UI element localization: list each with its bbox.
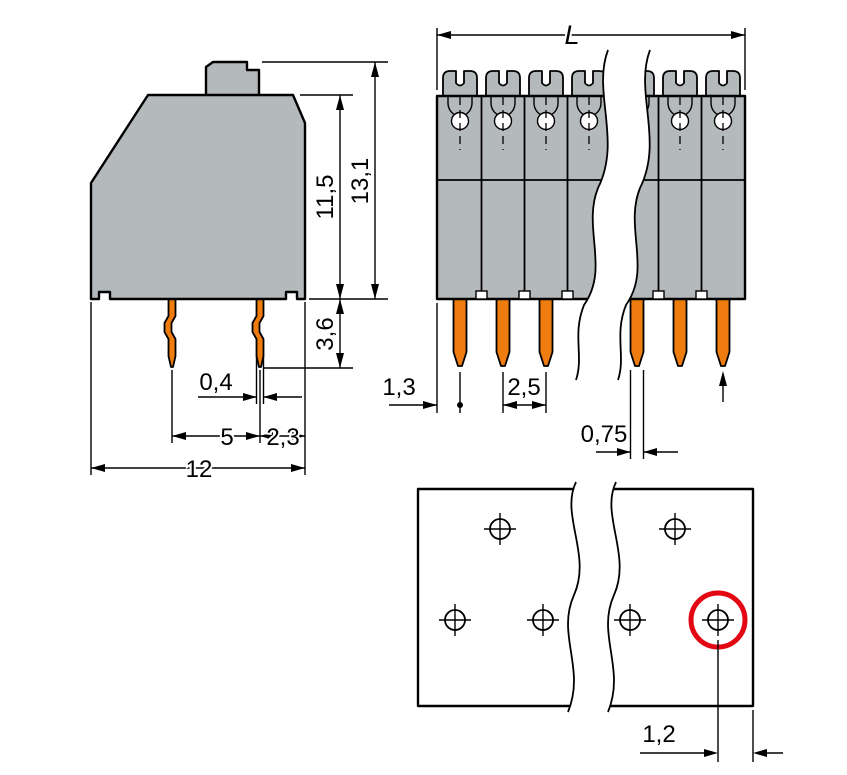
side-dim-arrows [91, 62, 379, 472]
dim-depth-label: 12 [186, 456, 213, 483]
actuator-tab [485, 70, 521, 97]
side-dimensions: 11,5 13,1 3,6 0,4 5 2,3 12 [90, 61, 388, 485]
break-edge-right [607, 481, 621, 713]
break-edge-right [617, 49, 651, 381]
solder-pin [495, 298, 511, 367]
break-edge-left [575, 49, 609, 381]
dim-hole-to-edge-label: 1,2 [642, 721, 675, 748]
front-view: L 1,3 2,5 0,75 [380, 18, 747, 459]
front-dimensions: L 1,3 2,5 0,75 [380, 18, 746, 459]
dim-total-length-label: L [564, 20, 579, 50]
bottom-notch [475, 290, 488, 300]
drilling-dimensions: 1,2 [640, 640, 783, 762]
solder-pin [672, 298, 688, 367]
front-dim-arrows [423, 31, 745, 456]
bottom-notch [695, 290, 708, 300]
dim-edge-to-first-pin-label: 1,3 [382, 374, 415, 401]
drill-dim-lines [640, 640, 783, 762]
solder-pin [629, 298, 645, 367]
actuator-tab [705, 70, 741, 97]
solder-pin [452, 298, 468, 367]
front-break-line [575, 49, 651, 381]
drilling-plan: 1,2 [416, 481, 783, 762]
pcb-break-line [567, 481, 621, 713]
dim-pin-width-label: 0,75 [581, 421, 628, 448]
bottom-notch [518, 290, 531, 300]
bottom-notch [561, 290, 574, 300]
actuator-tab [662, 70, 698, 97]
dim-pin-thickness-label: 0,4 [199, 369, 232, 396]
side-latch-tab [204, 60, 261, 98]
drill-hole-crosshairs [439, 513, 734, 636]
break-band [576, 50, 650, 380]
drill-dim-arrows [704, 749, 767, 757]
dim-pin-to-edge-label: 2,3 [266, 424, 299, 451]
dim-pin-pitch-label: 2,5 [507, 374, 540, 401]
side-view: 11,5 13,1 3,6 0,4 5 2,3 12 [89, 60, 388, 485]
side-pin-right [251, 298, 265, 368]
break-band [568, 482, 620, 712]
break-edge-left [567, 481, 581, 713]
dim-pin-length-label: 3,6 [312, 317, 339, 350]
solder-pin [715, 298, 731, 367]
drill-holes [439, 513, 734, 636]
solder-pin [538, 298, 554, 367]
side-dim-lines [90, 61, 388, 475]
dim-total-height-label: 13,1 [347, 158, 374, 205]
side-pin-left [163, 298, 177, 368]
actuator-tab [528, 70, 564, 97]
front-actuator-tabs [442, 70, 741, 97]
actuator-tab [571, 70, 607, 97]
dim-body-height-label: 11,5 [312, 175, 339, 220]
pin-center-dot [457, 402, 463, 408]
side-pins [163, 298, 265, 368]
actuator-tab [442, 70, 478, 97]
front-dim-lines [389, 28, 746, 459]
dim-pin-spacing-label: 5 [220, 424, 233, 451]
bottom-notch [652, 290, 665, 300]
side-body [89, 93, 307, 301]
